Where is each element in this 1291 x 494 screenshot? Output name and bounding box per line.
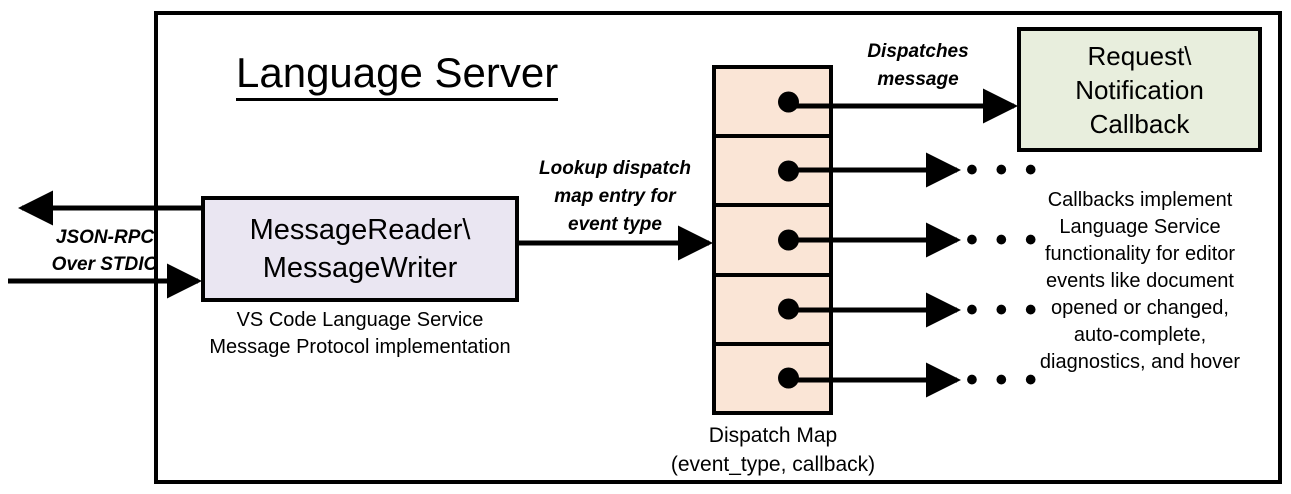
ellipsis-row-2: • • • bbox=[966, 151, 1041, 189]
lookup-label-line2: map entry for bbox=[554, 186, 676, 207]
lookup-label: Lookup dispatch map entry for event type bbox=[515, 155, 715, 239]
message-reader-writer-box[interactable]: MessageReader\ MessageWriter bbox=[201, 196, 519, 302]
callback-line3: Callback bbox=[1089, 108, 1190, 139]
lookup-label-line3: event type bbox=[568, 214, 662, 235]
request-notification-callback-box[interactable]: Request\ Notification Callback bbox=[1017, 27, 1262, 152]
message-reader-caption-line1: VS Code Language Service bbox=[236, 309, 484, 331]
callback-caption-line2: Language Service bbox=[1059, 216, 1221, 238]
message-reader-caption: VS Code Language Service Message Protoco… bbox=[186, 307, 534, 361]
callback-caption-line7: diagnostics, and hover bbox=[1039, 351, 1241, 373]
dispatch-map-caption: Dispatch Map (event_type, callback) bbox=[646, 421, 900, 479]
dispatches-message-label: Dispatches message bbox=[838, 38, 998, 94]
transport-label-line1: JSON-RPC bbox=[55, 227, 155, 248]
filled-dot-icon bbox=[778, 160, 799, 182]
dispatch-map-row[interactable] bbox=[716, 138, 829, 208]
transport-label-line2: Over STDIO bbox=[51, 254, 159, 275]
dispatches-message-line1: Dispatches bbox=[867, 41, 969, 62]
dispatches-message-line2: message bbox=[877, 69, 959, 90]
callback-line2: Notification bbox=[1075, 74, 1204, 105]
dispatch-map-row[interactable] bbox=[716, 69, 829, 139]
language-server-frame bbox=[154, 11, 1282, 484]
dispatch-map-row[interactable] bbox=[716, 277, 829, 346]
filled-dot-icon bbox=[778, 91, 799, 113]
callback-caption: Callbacks implement Language Service fun… bbox=[1009, 187, 1271, 376]
callback-caption-line1: Callbacks implement bbox=[1047, 189, 1233, 211]
callback-line1: Request\ bbox=[1087, 40, 1192, 71]
dispatch-map-caption-line2: (event_type, callback) bbox=[670, 453, 876, 476]
dispatch-map-row[interactable] bbox=[716, 207, 829, 277]
page-title-text: Language Server bbox=[236, 49, 559, 101]
filled-dot-icon bbox=[778, 298, 799, 320]
dispatch-map-caption-line1: Dispatch Map bbox=[708, 424, 838, 447]
callback-caption-line4: events like document bbox=[1046, 270, 1234, 292]
lookup-label-line1: Lookup dispatch bbox=[539, 158, 691, 179]
filled-dot-icon bbox=[778, 367, 799, 389]
dispatch-map-table[interactable] bbox=[712, 65, 833, 415]
callback-caption-line3: functionality for editor bbox=[1044, 243, 1236, 265]
filled-dot-icon bbox=[778, 229, 799, 251]
callback-caption-line5: opened or changed, bbox=[1051, 297, 1229, 319]
message-reader-label: MessageReader\ bbox=[249, 214, 471, 246]
callback-caption-line6: auto-complete, bbox=[1073, 324, 1207, 346]
dispatch-map-row[interactable] bbox=[716, 346, 829, 411]
page-title: Language Server bbox=[236, 48, 636, 101]
transport-label: JSON-RPC Over STDIO bbox=[30, 224, 180, 278]
message-reader-caption-line2: Message Protocol implementation bbox=[209, 336, 511, 358]
message-writer-label: MessageWriter bbox=[262, 252, 458, 284]
